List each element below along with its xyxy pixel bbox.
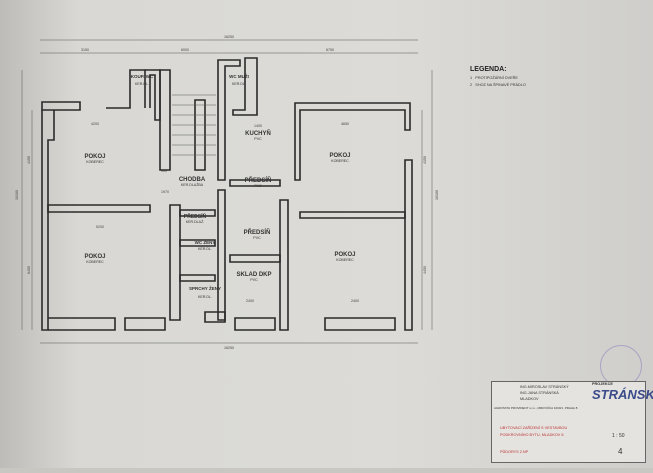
room-floor: PVC [253,236,261,240]
room-floor: KER.DL. [198,247,212,251]
dimension-segment: 3150 [81,48,89,52]
room-name: CHODBA [179,177,206,183]
room-name: POKOJ [84,154,105,160]
room-floor: KER.DLAŽBA [181,182,204,187]
dimension-overall-top: 16250 [224,35,234,39]
sheet-number: 4 [618,447,623,456]
legend-title: LEGENDA: [470,66,507,73]
room-name: POKOJ [329,153,350,159]
dimension-right-total: 10100 [435,190,439,200]
room-floor: PVC [250,278,258,282]
legend: LEGENDA: 1 PROTIPOŽÁRNÍ DVEŘE 2 SHOZ NA … [470,66,526,87]
dimension-inner: 1400 [254,124,262,128]
logo-header: PROJEKCE [592,382,613,386]
dimension-inner: 900 [161,169,167,173]
legend-item: 2 SHOZ NA ŠPINAVÉ PRÁDLO [470,83,526,87]
staircase [172,94,216,156]
room-name: WC MUŽI [229,72,249,79]
dimension-right-segment: 4150 [423,156,427,164]
room-floor: KER.DL. [135,82,149,86]
company-logo: STRÁNSKÝ [592,387,653,402]
room-floor: KOBEREC [331,159,349,163]
designer: ING.JANA STRÁNSKÁ [520,391,559,395]
chief-designer: ING.MIROSLAV STRÁNSKÝ [520,385,569,389]
dimension-left-segment: 4150 [27,156,31,164]
room-name: POKOJ [84,254,105,260]
dimension-inner: 5200 [96,225,104,229]
room-name: POKOJ [334,252,355,258]
project-name-line1: UBYTOVACÍ ZAŘÍZENÍ S VESTAVBOU [500,426,568,430]
room-floor: KER.DLAŽ. [186,219,205,224]
room-labels: KOUP. WC KER.DL. WC MUŽI KER.DL. POKOJ K… [84,72,355,299]
investor: AGROSTAV PROVIDENT s.r.o., MRKVIČKA 1000… [494,406,578,410]
room-floor: PVC [254,184,262,188]
room-name: KOUP. WC [131,74,154,79]
place: MLADKOV [520,397,539,401]
room-name: SPRCHY ŽENY [189,284,221,291]
title-block: ING.MIROSLAV STRÁNSKÝ ING.JANA STRÁNSKÁ … [491,381,653,463]
dimension-inner: 1970 [161,190,169,194]
room-name: KUCHYŇ [245,129,271,137]
dimension-segment: 6000 [181,48,189,52]
project-name-line2: PODKROVNÍHO BYTU, MLADKOV 8 [500,433,564,437]
dimension-segment: 6750 [326,48,334,52]
room-floor: PVC [254,137,262,141]
dimension-left-segment: 6450 [27,266,31,274]
room-floor: KOBEREC [86,260,104,264]
room-floor: KER.DL. [232,82,246,86]
legend-item: 1 PROTIPOŽÁRNÍ DVEŘE [470,76,518,80]
room-name: WC ŽENY [195,238,216,245]
room-floor: KER.DL. [198,295,212,299]
dimension-right-segment: 4450 [423,266,427,274]
dimension-left-total: 10100 [15,190,19,200]
dimension-overall-bottom: 16250 [224,346,234,350]
room-name: PŘEDSÍŇ [184,212,207,220]
dimension-inner: 2400 [246,299,254,303]
room-name: SKLAD DKP [236,272,271,278]
scale: 1 : 50 [612,433,625,439]
drawing-name: PŮDORYS 2.NP [500,450,529,454]
dimension-inner: 4650 [341,122,349,126]
dimension-inner: 2400 [351,299,359,303]
room-name: PŘEDSÍŇ [244,228,271,236]
room-floor: KOBEREC [86,160,104,164]
room-name: PŘEDSÍŇ [245,176,272,184]
walls [41,57,413,331]
dimension-inner: 4200 [91,122,99,126]
room-floor: KOBEREC [336,258,354,262]
